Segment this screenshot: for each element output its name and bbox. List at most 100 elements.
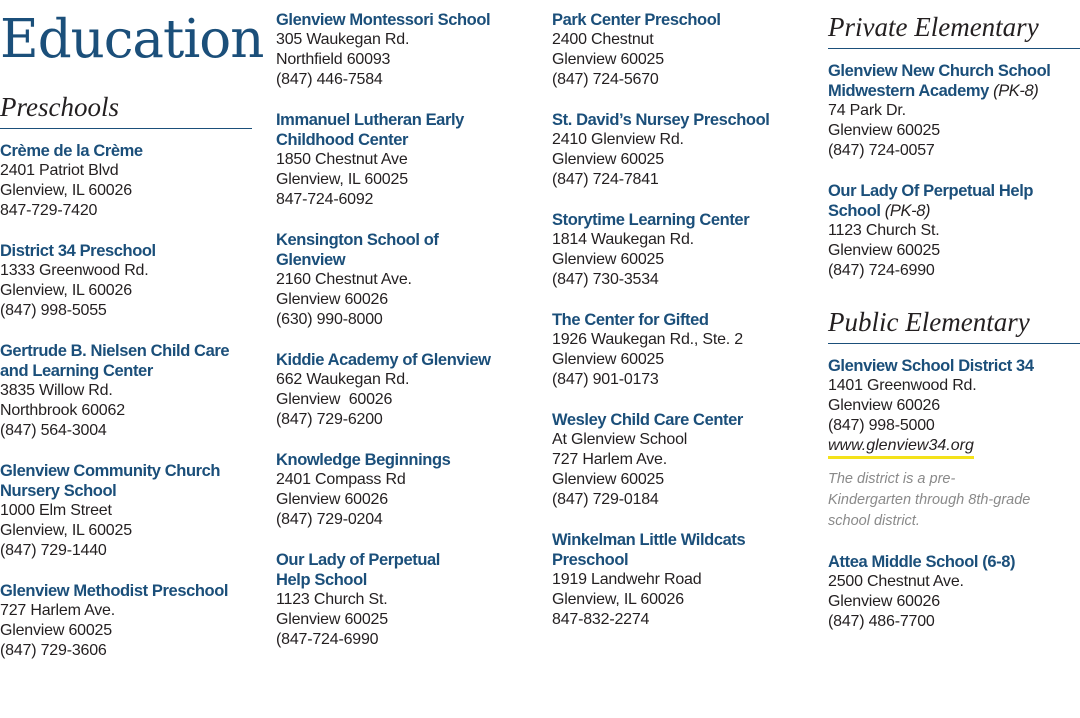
phone-line: (847) 724-7841: [552, 171, 659, 188]
district-note: The district is a pre-Kindergarten throu…: [828, 471, 1031, 529]
address-line: 2401 Compass Rd: [276, 471, 406, 488]
city-line: Glenview, IL 60025: [276, 171, 408, 188]
column-preschools-3: Park Center Preschool 2400 Chestnut Glen…: [552, 0, 804, 650]
school-name: Glenview School District 34: [828, 357, 1034, 375]
school-name: Glenview Community Church Nursery School: [0, 462, 221, 500]
school-name: District 34 Preschool: [0, 242, 156, 260]
listing-entry: Kensington School of Glenview 2160 Chest…: [276, 230, 528, 330]
listing-entry: Glenview Montessori School 305 Waukegan …: [276, 10, 528, 90]
listing-entry: Our Lady of Perpetual Help School 1123 C…: [276, 550, 528, 650]
city-line: Glenview 60025: [552, 351, 664, 368]
section-title-public-elementary: Public Elementary: [828, 307, 1080, 344]
city-line: Glenview 60025: [828, 242, 940, 259]
city-line: Glenview, IL 60025: [0, 522, 132, 539]
school-name: Storytime Learning Center: [552, 211, 750, 229]
address-line: 305 Waukegan Rd.: [276, 31, 410, 48]
address-line: At Glenview School: [552, 431, 688, 448]
listing-entry: Wesley Child Care Center At Glenview Sch…: [552, 410, 804, 510]
website-link[interactable]: www.glenview34.org: [828, 436, 974, 459]
address-line: 1926 Waukegan Rd., Ste. 2: [552, 331, 743, 348]
city-line: Glenview 60025: [552, 471, 664, 488]
phone-line: (847) 901-0173: [552, 371, 659, 388]
column-preschools-2: Glenview Montessori School 305 Waukegan …: [276, 0, 528, 670]
listing-entry: St. David’s Nursey Preschool 2410 Glenvi…: [552, 110, 804, 190]
listing-entry: Immanuel Lutheran Early Childhood Center…: [276, 110, 528, 210]
city-line: Glenview 60025: [276, 611, 388, 628]
address-line: 1401 Greenwood Rd.: [828, 377, 977, 394]
school-name: Glenview Montessori School: [276, 11, 491, 29]
school-name: Knowledge Beginnings: [276, 451, 451, 469]
school-name: Gertrude B. Nielsen Child Care and Learn…: [0, 342, 230, 380]
phone-line: (847) 730-3534: [552, 271, 659, 288]
listing-entry: Storytime Learning Center 1814 Waukegan …: [552, 210, 804, 290]
address-line: 727 Harlem Ave.: [552, 451, 667, 468]
school-name: Wesley Child Care Center: [552, 411, 743, 429]
school-name: Kensington School of Glenview: [276, 231, 439, 269]
column-elementary: Private Elementary Glenview New Church S…: [828, 0, 1080, 652]
school-name: Glenview Methodist Preschool: [0, 582, 229, 600]
listing-entry: Park Center Preschool 2400 Chestnut Glen…: [552, 10, 804, 90]
address-line: 1000 Elm Street: [0, 502, 112, 519]
school-name: Crème de la Crème: [0, 142, 143, 160]
city-line: Northbrook 60062: [0, 402, 125, 419]
city-line: Glenview 60025: [0, 622, 112, 639]
school-name: Attea Middle School (6-8): [828, 553, 1016, 571]
phone-line: (847) 729-1440: [0, 542, 107, 559]
listing-entry: Kiddie Academy of Glenview 662 Waukegan …: [276, 350, 528, 430]
school-name-part: Our Lady Of Perpetual Help School: [828, 182, 1034, 220]
school-name: Our Lady of Perpetual Help School: [276, 551, 440, 589]
address-line: 1123 Church St.: [276, 591, 388, 608]
phone-line: (847) 446-7584: [276, 71, 383, 88]
listing-entry: Glenview Methodist Preschool 727 Harlem …: [0, 581, 252, 661]
address-line: 1919 Landwehr Road: [552, 571, 702, 588]
city-line: Glenview, IL 60026: [552, 591, 684, 608]
school-name: The Center for Gifted: [552, 311, 709, 329]
phone-line: (847) 729-0184: [552, 491, 659, 508]
phone-line: 847-724-6092: [276, 191, 374, 208]
section-title-preschools: Preschools: [0, 92, 252, 129]
address-line: 2401 Patriot Blvd: [0, 162, 119, 179]
listing-entry: Crème de la Crème 2401 Patriot Blvd Glen…: [0, 141, 252, 221]
phone-line: (847) 724-6990: [828, 262, 935, 279]
listing-entry: District 34 Preschool 1333 Greenwood Rd.…: [0, 241, 252, 321]
address-line: 2500 Chestnut Ave.: [828, 573, 964, 590]
page-title: Education: [0, 9, 264, 70]
address-line: 1814 Waukegan Rd.: [552, 231, 694, 248]
listing-entry: Glenview New Church School Midwestern Ac…: [828, 61, 1080, 161]
school-name: Winkelman Little Wildcats Preschool: [552, 531, 746, 569]
phone-line: (847) 486-7700: [828, 613, 935, 630]
phone-line: (847) 724-5670: [552, 71, 659, 88]
phone-line: (847) 729-0204: [276, 511, 383, 528]
city-line: Glenview 60025: [552, 51, 664, 68]
city-line: Glenview 60026: [276, 391, 393, 408]
address-line: 727 Harlem Ave.: [0, 602, 115, 619]
listing-entry: Our Lady Of Perpetual Help School (PK-8)…: [828, 181, 1080, 281]
school-name: Park Center Preschool: [552, 11, 721, 29]
address-line: 662 Waukegan Rd.: [276, 371, 410, 388]
city-line: Glenview, IL 60026: [0, 182, 132, 199]
city-line: Glenview 60026: [828, 397, 940, 414]
phone-line: (847-724-6990: [276, 631, 379, 648]
phone-line: (847) 998-5055: [0, 302, 107, 319]
address-line: 2410 Glenview Rd.: [552, 131, 684, 148]
city-line: Glenview 60026: [276, 291, 388, 308]
school-name: Our Lady Of Perpetual Help School (PK-8): [828, 181, 1068, 221]
phone-line: (847) 724-0057: [828, 142, 935, 159]
listing-entry: Glenview Community Church Nursery School…: [0, 461, 252, 561]
section-title-private-elementary: Private Elementary: [828, 12, 1080, 49]
listing-entry: Winkelman Little Wildcats Preschool 1919…: [552, 530, 804, 630]
address-line: 74 Park Dr.: [828, 102, 906, 119]
city-line: Glenview 60025: [552, 151, 664, 168]
address-line: 3835 Willow Rd.: [0, 382, 113, 399]
grade-range: (PK-8): [884, 202, 931, 220]
school-name: Kiddie Academy of Glenview: [276, 351, 491, 369]
city-line: Glenview 60026: [276, 491, 388, 508]
listing-entry: Gertrude B. Nielsen Child Care and Learn…: [0, 341, 252, 441]
address-line: 1850 Chestnut Ave: [276, 151, 408, 168]
address-line: 1123 Church St.: [828, 222, 940, 239]
address-line: 1333 Greenwood Rd.: [0, 262, 149, 279]
school-name: Glenview New Church School: [828, 62, 1051, 80]
grade-range: (PK-8): [993, 82, 1039, 100]
city-line: Northfield 60093: [276, 51, 391, 68]
city-line: Glenview, IL 60026: [0, 282, 132, 299]
